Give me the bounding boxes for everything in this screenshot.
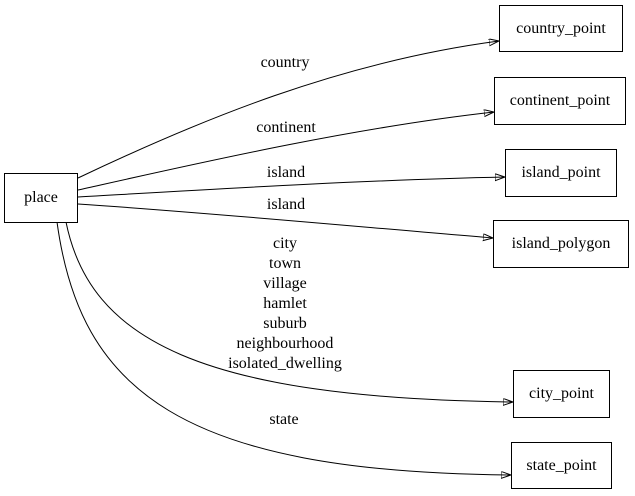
node-state_point: state_point — [511, 442, 612, 489]
edge-label-island-polygon: island — [266, 196, 306, 213]
edge-place-state_point — [56, 221, 511, 475]
node-place-label: place — [24, 189, 58, 206]
edge-place-continent_point — [77, 112, 494, 191]
node-country_point-label: country_point — [516, 19, 606, 37]
node-island_polygon: island_polygon — [493, 220, 629, 268]
node-place: place — [4, 173, 78, 223]
edge-place-island_point — [77, 177, 505, 198]
edge-label-state: state — [269, 411, 299, 428]
edge-label-neighbourhood: neighbourhood — [236, 335, 334, 352]
edge-label-town: town — [268, 255, 301, 272]
edge-place-island_polygon — [77, 203, 493, 238]
edge-label-isolated-dwelling: isolated_dwelling — [228, 355, 342, 372]
edge-place-country_point — [77, 41, 499, 179]
node-island_polygon-label: island_polygon — [511, 235, 611, 252]
node-city_point: city_point — [513, 370, 610, 418]
edge-label-hamlet: hamlet — [263, 295, 307, 312]
edge-label-city-stack: city town village hamlet suburb neighbou… — [228, 234, 342, 374]
node-state_point-label: state_point — [526, 456, 597, 474]
edge-label-suburb: suburb — [263, 315, 307, 332]
edge-label-continent: continent — [256, 119, 316, 136]
edge-label-village: village — [263, 275, 307, 292]
node-continent_point-label: continent_point — [509, 92, 611, 109]
node-island_point-label: island_point — [521, 164, 601, 181]
node-country_point: country_point — [499, 5, 623, 52]
node-continent_point: continent_point — [494, 77, 626, 125]
node-island_point: island_point — [505, 149, 617, 197]
edge-label-island-point: island — [266, 164, 306, 181]
edge-label-city: city — [272, 235, 297, 252]
edge-label-country: country — [260, 54, 310, 71]
node-city_point-label: city_point — [529, 385, 594, 402]
edge-place-city_point — [65, 221, 513, 402]
